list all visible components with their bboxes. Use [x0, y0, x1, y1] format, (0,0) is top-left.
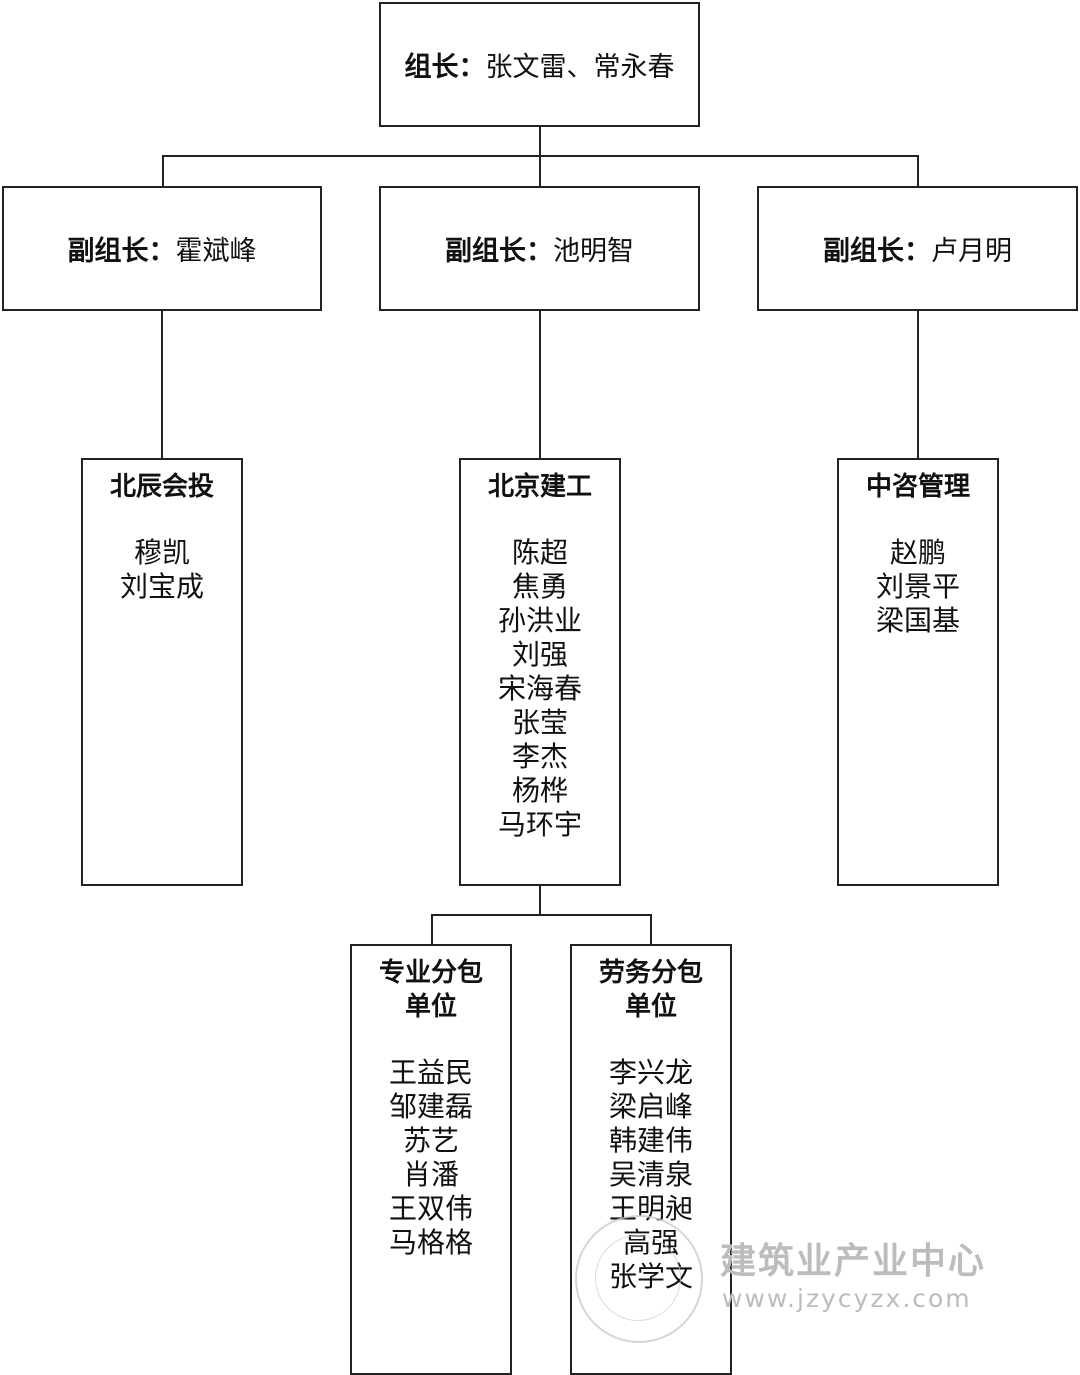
member-name: 韩建伟 [608, 1124, 693, 1157]
connector-leader-down [539, 125, 541, 157]
subcontractor-title-line: 劳务分包 [598, 958, 703, 988]
leader-names: 张文雷、常永春 [485, 52, 675, 83]
watermark-title: 建筑业产业中心 [720, 1241, 987, 1282]
connector-deputy-center [539, 155, 541, 187]
member-name: 赵鹏 [889, 536, 946, 569]
member-name: 杨桦 [511, 774, 568, 807]
deputy-role: 副组长： [445, 236, 553, 267]
unit-title: 北京建工 [487, 472, 592, 502]
unit-box-zhongzi: 中咨管理 赵鹏 刘景平 梁国基 [837, 458, 999, 886]
subcontractor-title: 专业分包 单位 [352, 956, 510, 1024]
deputy-box-1: 副组长： 霍斌峰 [2, 186, 322, 311]
member-name: 梁国基 [875, 604, 960, 637]
member-name: 李杰 [511, 740, 568, 773]
deputy-role: 副组长： [67, 236, 176, 267]
member-name: 宋海春 [497, 672, 582, 705]
member-name: 邹建磊 [388, 1090, 473, 1123]
member-list: 陈超 焦勇 孙洪业 刘强 宋海春 张莹 李杰 杨桦 马环宇 [461, 536, 619, 842]
member-list: 王益民 邹建磊 苏艺 肖潘 王双伟 马格格 [352, 1056, 510, 1260]
unit-box-beichen: 北辰会投 穆凯 刘宝成 [81, 458, 243, 886]
leader-box: 组长： 张文雷、常永春 [379, 2, 700, 127]
deputy-box-2: 副组长： 池明智 [379, 186, 700, 311]
connector-deputy-right [917, 155, 919, 187]
connector-unit-center [539, 309, 541, 460]
deputy-name: 池明智 [553, 236, 634, 267]
member-name: 马格格 [388, 1226, 473, 1259]
member-name: 王双伟 [388, 1192, 473, 1225]
unit-title: 北辰会投 [109, 472, 214, 502]
member-name: 刘宝成 [119, 570, 204, 603]
member-name: 陈超 [511, 536, 568, 569]
member-list: 穆凯 刘宝成 [83, 536, 241, 604]
deputy-role: 副组长： [823, 236, 931, 267]
member-name: 焦勇 [511, 570, 568, 603]
subcontractor-box-professional: 专业分包 单位 王益民 邹建磊 苏艺 肖潘 王双伟 马格格 [350, 944, 512, 1375]
subcontractor-title-line: 单位 [624, 992, 677, 1022]
connector-sub-down [539, 884, 541, 916]
member-name: 穆凯 [133, 536, 190, 569]
connector-sub-bar [431, 914, 652, 916]
member-name: 刘强 [511, 638, 568, 671]
member-name: 刘景平 [875, 570, 960, 603]
member-name: 苏艺 [402, 1124, 459, 1157]
unit-box-bjcg: 北京建工 陈超 焦勇 孙洪业 刘强 宋海春 张莹 李杰 杨桦 马环宇 [459, 458, 621, 886]
subcontractor-title: 劳务分包 单位 [572, 956, 730, 1024]
connector-unit-right [917, 309, 919, 460]
unit-title: 中咨管理 [865, 472, 970, 502]
member-name: 王益民 [388, 1056, 473, 1089]
member-name: 梁启峰 [608, 1090, 693, 1123]
member-name: 张莹 [511, 706, 568, 739]
member-name: 孙洪业 [497, 604, 582, 637]
member-name: 吴清泉 [608, 1158, 693, 1191]
member-name: 李兴龙 [608, 1056, 693, 1089]
watermark-seal-inner [595, 1235, 681, 1321]
member-name: 马环宇 [497, 808, 582, 841]
connector-sub-right [650, 914, 652, 946]
member-name: 肖潘 [402, 1158, 459, 1191]
watermark-url: www.jzycyzx.com [722, 1284, 972, 1313]
connector-sub-left [431, 914, 433, 946]
subcontractor-title-line: 专业分包 [378, 958, 483, 988]
watermark-seal-icon [575, 1215, 703, 1343]
deputy-name: 卢月明 [931, 236, 1012, 267]
connector-unit-left [161, 309, 163, 460]
deputy-name: 霍斌峰 [175, 236, 257, 267]
deputy-box-3: 副组长： 卢月明 [757, 186, 1078, 311]
subcontractor-title-line: 单位 [404, 992, 457, 1022]
leader-role: 组长： [404, 52, 486, 83]
connector-deputy-left [162, 155, 164, 187]
member-list: 赵鹏 刘景平 梁国基 [839, 536, 997, 638]
